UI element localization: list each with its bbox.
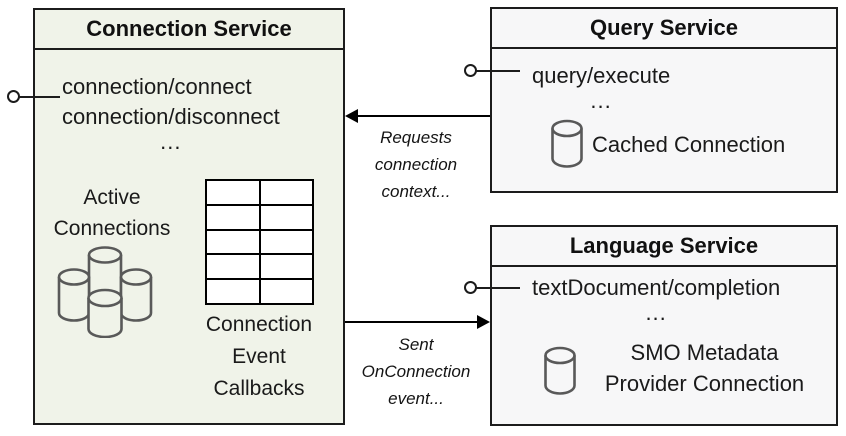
cached-connection-label: Cached Connection — [592, 132, 786, 157]
table-grid-icon — [205, 179, 314, 305]
connection-service-title: Connection Service — [35, 10, 343, 50]
query-service-title: Query Service — [492, 9, 836, 49]
interface-connector-line — [476, 287, 520, 289]
database-icon — [543, 346, 577, 396]
language-service-title: Language Service — [492, 227, 836, 267]
interface-connector-line — [476, 70, 520, 72]
sent-arrow-line — [345, 321, 481, 323]
interface-connector-line — [19, 96, 60, 98]
methods-ellipsis: ... — [645, 300, 667, 325]
database-cluster-icon — [57, 246, 153, 338]
method-textdocument-completion: textDocument/completion — [532, 275, 781, 300]
sent-arrow-head — [477, 315, 490, 329]
active-connections-label: Active Connections — [53, 186, 171, 240]
connection-event-callbacks-label: Connection Event Callbacks — [205, 313, 313, 400]
methods-ellipsis: ... — [590, 88, 612, 113]
connection-service-methods: connection/connect connection/disconnect… — [62, 72, 280, 154]
method-connection-disconnect: connection/disconnect — [62, 104, 280, 129]
requests-arrow-line — [354, 115, 490, 117]
methods-ellipsis: ... — [160, 129, 182, 154]
query-service-box: Query Service query/execute ... Cached C… — [490, 7, 838, 193]
language-service-methods: textDocument/completion ... — [532, 273, 781, 325]
connection-service-box: Connection Service connection/connect co… — [33, 8, 345, 425]
smo-metadata-provider-label: SMO Metadata Provider Connection — [604, 340, 805, 396]
database-icon — [550, 119, 584, 169]
requests-arrow-head — [345, 109, 358, 123]
query-service-methods: query/execute ... — [532, 61, 671, 113]
language-service-box: Language Service textDocument/completion… — [490, 225, 838, 426]
requests-connection-context-label: Requests connection context... — [374, 128, 458, 201]
sent-onconnection-event-label: Sent OnConnection event... — [361, 335, 471, 408]
method-connection-connect: connection/connect — [62, 74, 252, 99]
method-query-execute: query/execute — [532, 63, 671, 88]
